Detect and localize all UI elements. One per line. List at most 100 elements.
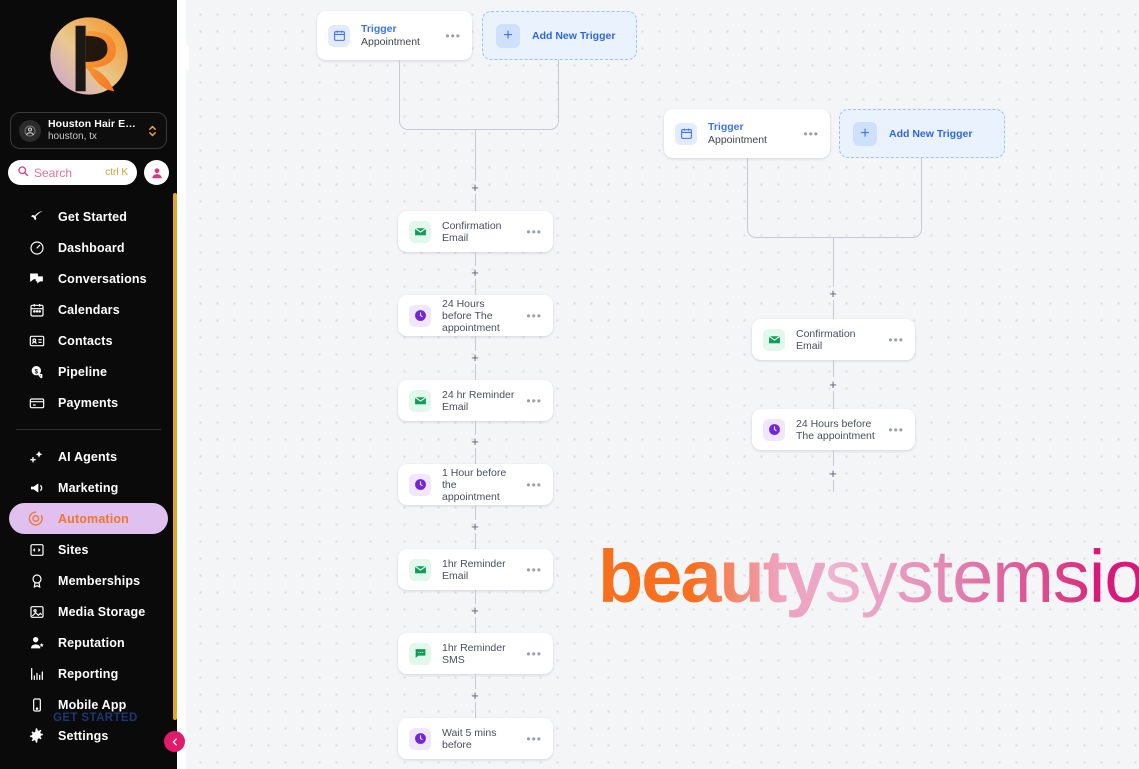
- sidebar-item-dashboard[interactable]: Dashboard: [9, 232, 168, 263]
- sidebar-item-mobile-app[interactable]: Mobile App: [9, 689, 168, 720]
- connector-line: [475, 194, 476, 211]
- sidebar-item-ai-agents[interactable]: AI Agents: [9, 441, 168, 472]
- trigger-node[interactable]: Trigger Appointment •••: [317, 11, 472, 60]
- add-step-button[interactable]: +: [829, 376, 837, 392]
- add-step-button[interactable]: +: [829, 285, 837, 301]
- trigger-node-text: Trigger Appointment: [361, 23, 434, 49]
- account-text: Houston Hair Exte… houston, tx: [48, 119, 140, 142]
- trunk-line: [475, 129, 476, 181]
- sidebar-collapse-button[interactable]: [164, 731, 185, 752]
- sidebar-label: Reputation: [58, 635, 125, 650]
- account-switcher[interactable]: Houston Hair Exte… houston, tx: [10, 112, 167, 149]
- step-label: 24 hr Reminder Email: [442, 388, 515, 413]
- sidebar-item-sites[interactable]: Sites: [9, 534, 168, 565]
- search-icon: [17, 164, 29, 182]
- sidebar-item-pipeline[interactable]: $ Pipeline: [9, 356, 168, 387]
- sidebar-item-memberships[interactable]: Memberships: [9, 565, 168, 596]
- add-step-button[interactable]: +: [471, 264, 479, 280]
- connector-line: [833, 391, 834, 409]
- sidebar-item-settings[interactable]: GET STARTED Settings: [9, 712, 168, 751]
- sidebar-label: Payments: [58, 395, 119, 410]
- bar-chart-icon: [28, 665, 45, 682]
- sidebar-scrollbar[interactable]: [173, 193, 177, 720]
- person-star-icon: [28, 634, 45, 651]
- gauge-icon: [28, 239, 45, 256]
- account-location: houston, tx: [48, 130, 97, 142]
- node-menu-icon[interactable]: •••: [526, 646, 542, 661]
- chevron-up-down-icon[interactable]: [147, 123, 158, 139]
- add-step-button[interactable]: +: [471, 602, 479, 618]
- node-menu-icon[interactable]: •••: [526, 308, 542, 323]
- node-menu-icon[interactable]: •••: [526, 731, 542, 746]
- trigger-node[interactable]: Trigger Appointment •••: [664, 109, 830, 158]
- workflow-step-node[interactable]: 24 Hours before The appointment •••: [752, 409, 915, 450]
- badge-ribbon-icon: [28, 572, 45, 589]
- workflow-step-node[interactable]: 1 Hour before the appointment •••: [398, 464, 553, 505]
- sidebar-item-conversations[interactable]: Conversations: [9, 263, 168, 294]
- add-step-button[interactable]: +: [471, 179, 479, 195]
- clock-icon: [409, 727, 431, 750]
- node-menu-icon[interactable]: •••: [888, 422, 904, 437]
- sidebar-item-reporting[interactable]: Reporting: [9, 658, 168, 689]
- workflow-canvas[interactable]: Trigger Appointment ••• + Add New Trigge…: [186, 0, 1139, 769]
- sidebar-item-get-started[interactable]: Get Started: [9, 201, 168, 232]
- sidebar-edge-handle[interactable]: [177, 44, 189, 70]
- node-menu-icon[interactable]: •••: [526, 562, 542, 577]
- node-menu-icon[interactable]: •••: [526, 224, 542, 239]
- r-monogram-logo-icon: [49, 17, 128, 95]
- workflow-step-node[interactable]: 1hr Reminder SMS •••: [398, 633, 553, 674]
- add-step-button[interactable]: +: [471, 687, 479, 703]
- sms-icon: [409, 642, 431, 665]
- connector-line: [475, 448, 476, 464]
- connector-line: [475, 279, 476, 295]
- code-window-icon: [28, 541, 45, 558]
- add-step-button[interactable]: +: [471, 433, 479, 449]
- connector-line: [475, 364, 476, 380]
- user-avatar-icon: [151, 167, 162, 178]
- sidebar-label: AI Agents: [58, 449, 118, 464]
- image-icon: [28, 603, 45, 620]
- chat-bubbles-icon: [28, 270, 45, 287]
- trunk-line: [833, 237, 834, 287]
- connector-line: [475, 617, 476, 633]
- sidebar-item-marketing[interactable]: Marketing: [9, 472, 168, 503]
- sidebar-item-contacts[interactable]: Contacts: [9, 325, 168, 356]
- step-label: 1hr Reminder Email: [442, 557, 506, 582]
- sidebar-item-payments[interactable]: Payments: [9, 387, 168, 418]
- workflow-step-node[interactable]: 24 Hours before The appointment •••: [398, 295, 553, 336]
- workflow-step-node[interactable]: Confirmation Email •••: [752, 319, 915, 360]
- connector-line: [833, 480, 834, 492]
- clock-icon: [409, 304, 431, 327]
- step-label: Confirmation Email: [796, 327, 856, 352]
- add-new-trigger-button[interactable]: + Add New Trigger: [839, 109, 1005, 158]
- trigger-merge-connector: [399, 60, 559, 130]
- trigger-merge-connector: [747, 158, 922, 238]
- add-step-button[interactable]: +: [471, 518, 479, 534]
- connector-line: [475, 674, 476, 689]
- sidebar-item-reputation[interactable]: Reputation: [9, 627, 168, 658]
- credit-card-icon: [28, 394, 45, 411]
- sidebar-divider: [16, 429, 161, 430]
- sidebar-item-media-storage[interactable]: Media Storage: [9, 596, 168, 627]
- calendar-icon: [328, 24, 350, 47]
- connector-line: [833, 360, 834, 377]
- node-menu-icon[interactable]: •••: [803, 126, 819, 141]
- user-avatar-button[interactable]: [144, 160, 169, 185]
- workflow-step-node[interactable]: 1hr Reminder Email •••: [398, 549, 553, 590]
- sidebar-label: Settings: [58, 728, 109, 743]
- add-step-button[interactable]: +: [829, 465, 837, 481]
- node-menu-icon[interactable]: •••: [888, 332, 904, 347]
- node-menu-icon[interactable]: •••: [526, 393, 542, 408]
- sidebar-item-calendars[interactable]: Calendars: [9, 294, 168, 325]
- workflow-step-node[interactable]: Confirmation Email •••: [398, 211, 553, 252]
- workflow-step-node[interactable]: 24 hr Reminder Email •••: [398, 380, 553, 421]
- search-input[interactable]: Search ctrl K: [8, 160, 137, 185]
- add-new-trigger-button[interactable]: + Add New Trigger: [482, 11, 637, 60]
- add-step-button[interactable]: +: [471, 349, 479, 365]
- node-menu-icon[interactable]: •••: [526, 477, 542, 492]
- workflow-step-node[interactable]: Wait 5 mins before •••: [398, 718, 553, 759]
- email-icon: [763, 328, 785, 351]
- sidebar-item-automation[interactable]: Automation: [9, 503, 168, 534]
- app-logo[interactable]: [0, 0, 177, 112]
- node-menu-icon[interactable]: •••: [445, 28, 461, 43]
